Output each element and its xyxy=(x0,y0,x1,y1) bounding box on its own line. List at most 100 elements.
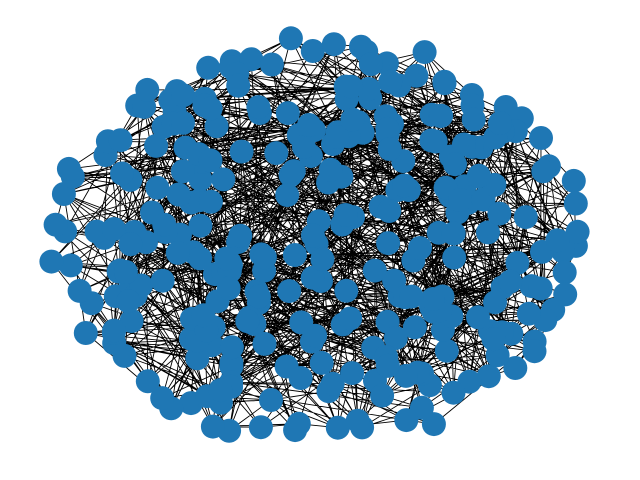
graph-node xyxy=(101,217,126,241)
graph-node xyxy=(283,418,308,443)
graph-node xyxy=(376,231,401,256)
graph-node xyxy=(214,246,239,271)
graph-node xyxy=(565,219,590,244)
graph-node xyxy=(248,415,273,440)
graph-node xyxy=(467,163,491,188)
graph-node xyxy=(300,265,325,290)
graph-node xyxy=(466,305,490,330)
graph-node xyxy=(383,326,408,350)
graph-node xyxy=(292,135,316,160)
graph-node xyxy=(339,74,364,99)
graph-node xyxy=(300,39,325,63)
graph-node xyxy=(443,152,467,177)
graph-node xyxy=(487,201,512,226)
graph-node xyxy=(152,212,177,237)
graph-node xyxy=(345,408,370,433)
graph-node xyxy=(476,364,501,389)
graph-node xyxy=(246,284,271,309)
graph-node xyxy=(208,378,233,403)
graph-node xyxy=(297,113,321,137)
graph-node xyxy=(505,250,530,275)
graph-node xyxy=(246,95,271,120)
graph-node xyxy=(275,183,300,208)
graph-node xyxy=(531,159,556,184)
graph-node xyxy=(441,380,466,405)
graph-node xyxy=(434,338,459,363)
graph-node xyxy=(43,212,68,237)
graph-node xyxy=(563,191,588,216)
graph-node xyxy=(275,101,300,126)
graph-node xyxy=(325,415,350,440)
graph-node xyxy=(394,363,418,388)
graph-node xyxy=(402,315,427,340)
graph-node xyxy=(321,32,346,57)
graph-node xyxy=(73,321,98,345)
graph-node xyxy=(448,188,473,212)
graph-node xyxy=(277,279,302,304)
graph-node xyxy=(522,339,547,364)
graph-node xyxy=(145,175,170,200)
graph-node xyxy=(301,223,325,248)
graph-node xyxy=(191,303,216,328)
graph-node xyxy=(188,213,213,238)
graph-node xyxy=(325,125,350,149)
graph-node xyxy=(529,126,553,150)
graph-node xyxy=(476,220,500,245)
graph-node xyxy=(399,284,424,309)
graph-node xyxy=(340,361,365,386)
graph-node xyxy=(488,111,512,136)
graph-node xyxy=(375,116,400,141)
graph-node xyxy=(252,331,277,356)
graph-node xyxy=(252,245,277,270)
graph-node xyxy=(394,408,419,433)
graph-node xyxy=(39,249,64,274)
graph-node xyxy=(170,159,195,184)
graph-node xyxy=(378,69,403,94)
graph-node xyxy=(552,260,577,285)
graph-node xyxy=(264,141,289,166)
graph-node xyxy=(171,83,196,108)
graph-node xyxy=(150,386,175,411)
graph-node xyxy=(309,350,334,375)
graph-node xyxy=(340,107,365,132)
graph-node xyxy=(516,301,541,326)
graph-node xyxy=(259,388,283,412)
graph-node xyxy=(432,69,457,94)
graph-node xyxy=(483,290,507,315)
graph-node xyxy=(338,306,363,331)
graph-node xyxy=(108,128,133,153)
graph-node xyxy=(310,247,335,272)
graph-node xyxy=(188,246,213,271)
graph-node xyxy=(171,110,195,135)
graph-node xyxy=(377,137,402,161)
graph-node xyxy=(56,156,81,181)
graph-node xyxy=(481,327,506,352)
graph-node xyxy=(408,236,432,260)
graph-node xyxy=(150,268,175,293)
graph-node xyxy=(119,309,144,333)
graph-node xyxy=(528,276,553,301)
graph-node xyxy=(281,159,306,184)
graph-node xyxy=(67,278,92,303)
graph-node xyxy=(442,245,467,270)
graph-node xyxy=(334,278,359,303)
graph-node xyxy=(377,199,402,223)
graph-node xyxy=(375,353,400,378)
graph-node xyxy=(288,366,313,390)
graph-node xyxy=(116,289,141,314)
graph-node xyxy=(289,310,314,335)
graph-node xyxy=(118,232,143,257)
graph-node xyxy=(226,73,251,98)
graph-node xyxy=(404,63,429,88)
graph-node xyxy=(392,173,417,198)
graph-node xyxy=(561,168,586,193)
graph-node xyxy=(196,55,221,80)
graph-node xyxy=(320,371,345,396)
graph-node xyxy=(135,77,160,102)
graph-node xyxy=(461,107,486,132)
graph-node xyxy=(423,129,448,154)
graph-node xyxy=(165,240,190,265)
graph-node xyxy=(200,414,225,439)
